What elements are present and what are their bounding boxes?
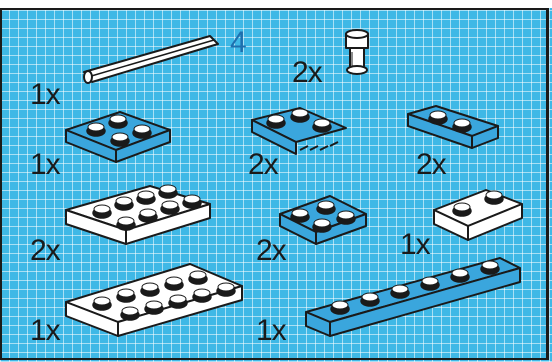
stud-top	[268, 115, 284, 123]
stud-top	[94, 297, 110, 305]
stud-top	[430, 111, 446, 119]
stud-top	[134, 125, 150, 133]
stud-top	[142, 283, 158, 291]
axle-part	[84, 36, 218, 83]
stud-top	[486, 191, 502, 199]
stud-top	[162, 201, 178, 209]
stud-top	[122, 307, 138, 315]
stud-top	[110, 115, 126, 123]
stud-top	[318, 201, 334, 209]
stud-top	[160, 185, 176, 193]
stud-top	[218, 283, 234, 291]
white-plate-1x2	[434, 190, 522, 240]
stud-top	[170, 295, 186, 303]
stud-top	[454, 203, 470, 211]
stud-top	[138, 191, 154, 199]
stud-top	[292, 209, 308, 217]
white-plate-2x6	[66, 264, 242, 336]
stud-top	[146, 301, 162, 309]
stud-top	[422, 277, 438, 285]
stud-top	[184, 195, 200, 203]
stud-top	[88, 123, 104, 131]
stud-top	[392, 285, 408, 293]
stud-top	[166, 277, 182, 285]
stud-top	[118, 217, 134, 225]
pin-connector-part	[346, 30, 368, 74]
stud-top	[314, 119, 330, 127]
stud-top	[338, 211, 354, 219]
stud-top	[118, 289, 134, 297]
stud-top	[362, 293, 378, 301]
stud-top	[292, 109, 308, 117]
stud-top	[194, 289, 210, 297]
stud-top	[482, 261, 498, 269]
stud-top	[332, 301, 348, 309]
stud-top	[112, 133, 128, 141]
stud-top	[452, 269, 468, 277]
stud-top	[190, 271, 206, 279]
stud-top	[116, 197, 132, 205]
stud-top	[140, 209, 156, 217]
stud-top	[314, 219, 330, 227]
stud-top	[454, 119, 470, 127]
stud-top	[94, 205, 110, 213]
